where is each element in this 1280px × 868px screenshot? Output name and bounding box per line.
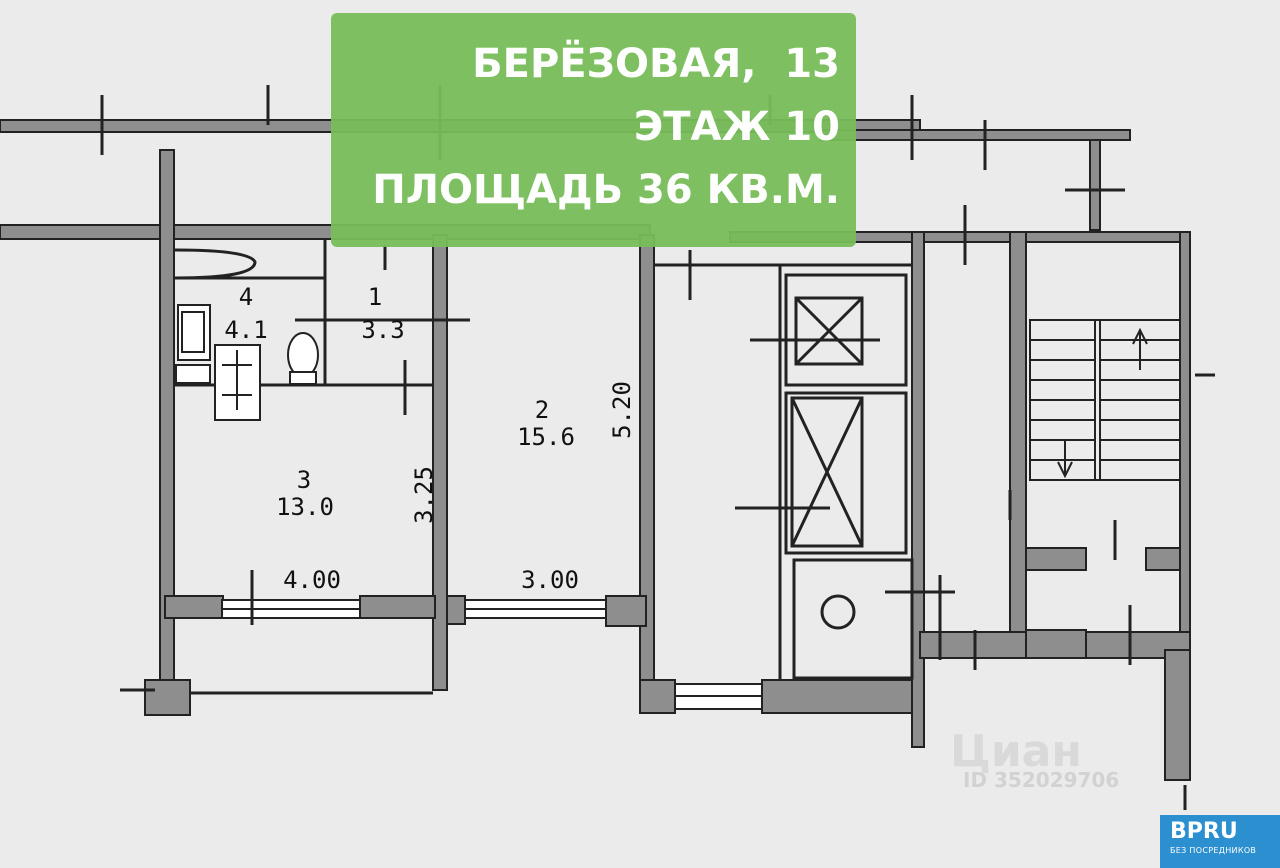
bathroom-fixtures xyxy=(175,304,319,421)
address-banner: БЕРЁЗОВАЯ, 13 ЭТАЖ 10 ПЛОЩАДЬ 36 КВ.М. xyxy=(331,13,856,247)
watermark-id: ID 352029706 xyxy=(963,768,1120,792)
room-2-number: 2 xyxy=(535,396,549,424)
badge-subtitle: БЕЗ ПОСРЕДНИКОВ xyxy=(1170,846,1257,855)
dimension-labels: 4.00 3.00 3.25 5.20 xyxy=(283,381,636,594)
room-4-area: 4.1 xyxy=(224,316,267,344)
dim-room2-depth: 5.20 xyxy=(608,381,636,439)
room-3-number: 3 xyxy=(297,466,311,494)
staircase xyxy=(1029,319,1181,481)
landing-walls xyxy=(1025,547,1181,659)
dim-room3-width: 4.00 xyxy=(283,566,341,594)
room-1-number: 1 xyxy=(368,283,382,311)
banner-address: БЕРЁЗОВАЯ, 13 xyxy=(472,41,840,87)
dim-room3-depth: 3.25 xyxy=(410,466,438,524)
dim-room2-width: 3.00 xyxy=(521,566,579,594)
apartment-walls xyxy=(144,149,1191,781)
bpru-badge[interactable]: BPRU БЕЗ ПОСРЕДНИКОВ xyxy=(1160,815,1280,868)
windows xyxy=(221,599,763,710)
cross-marks xyxy=(120,245,1215,810)
room-1-area: 3.3 xyxy=(361,316,404,344)
elevator-shafts xyxy=(784,273,914,680)
room-labels: 1 3.3 2 15.6 3 13.0 4 4.1 xyxy=(224,283,575,521)
room-3-area: 13.0 xyxy=(276,493,334,521)
badge-logo: BPRU xyxy=(1170,819,1238,844)
watermark-logo: Циан xyxy=(950,726,1082,777)
room-4-number: 4 xyxy=(239,283,253,311)
room-2-area: 15.6 xyxy=(517,423,575,451)
banner-area: ПЛОЩАДЬ 36 КВ.М. xyxy=(372,167,840,213)
banner-floor: ЭТАЖ 10 xyxy=(633,104,840,150)
